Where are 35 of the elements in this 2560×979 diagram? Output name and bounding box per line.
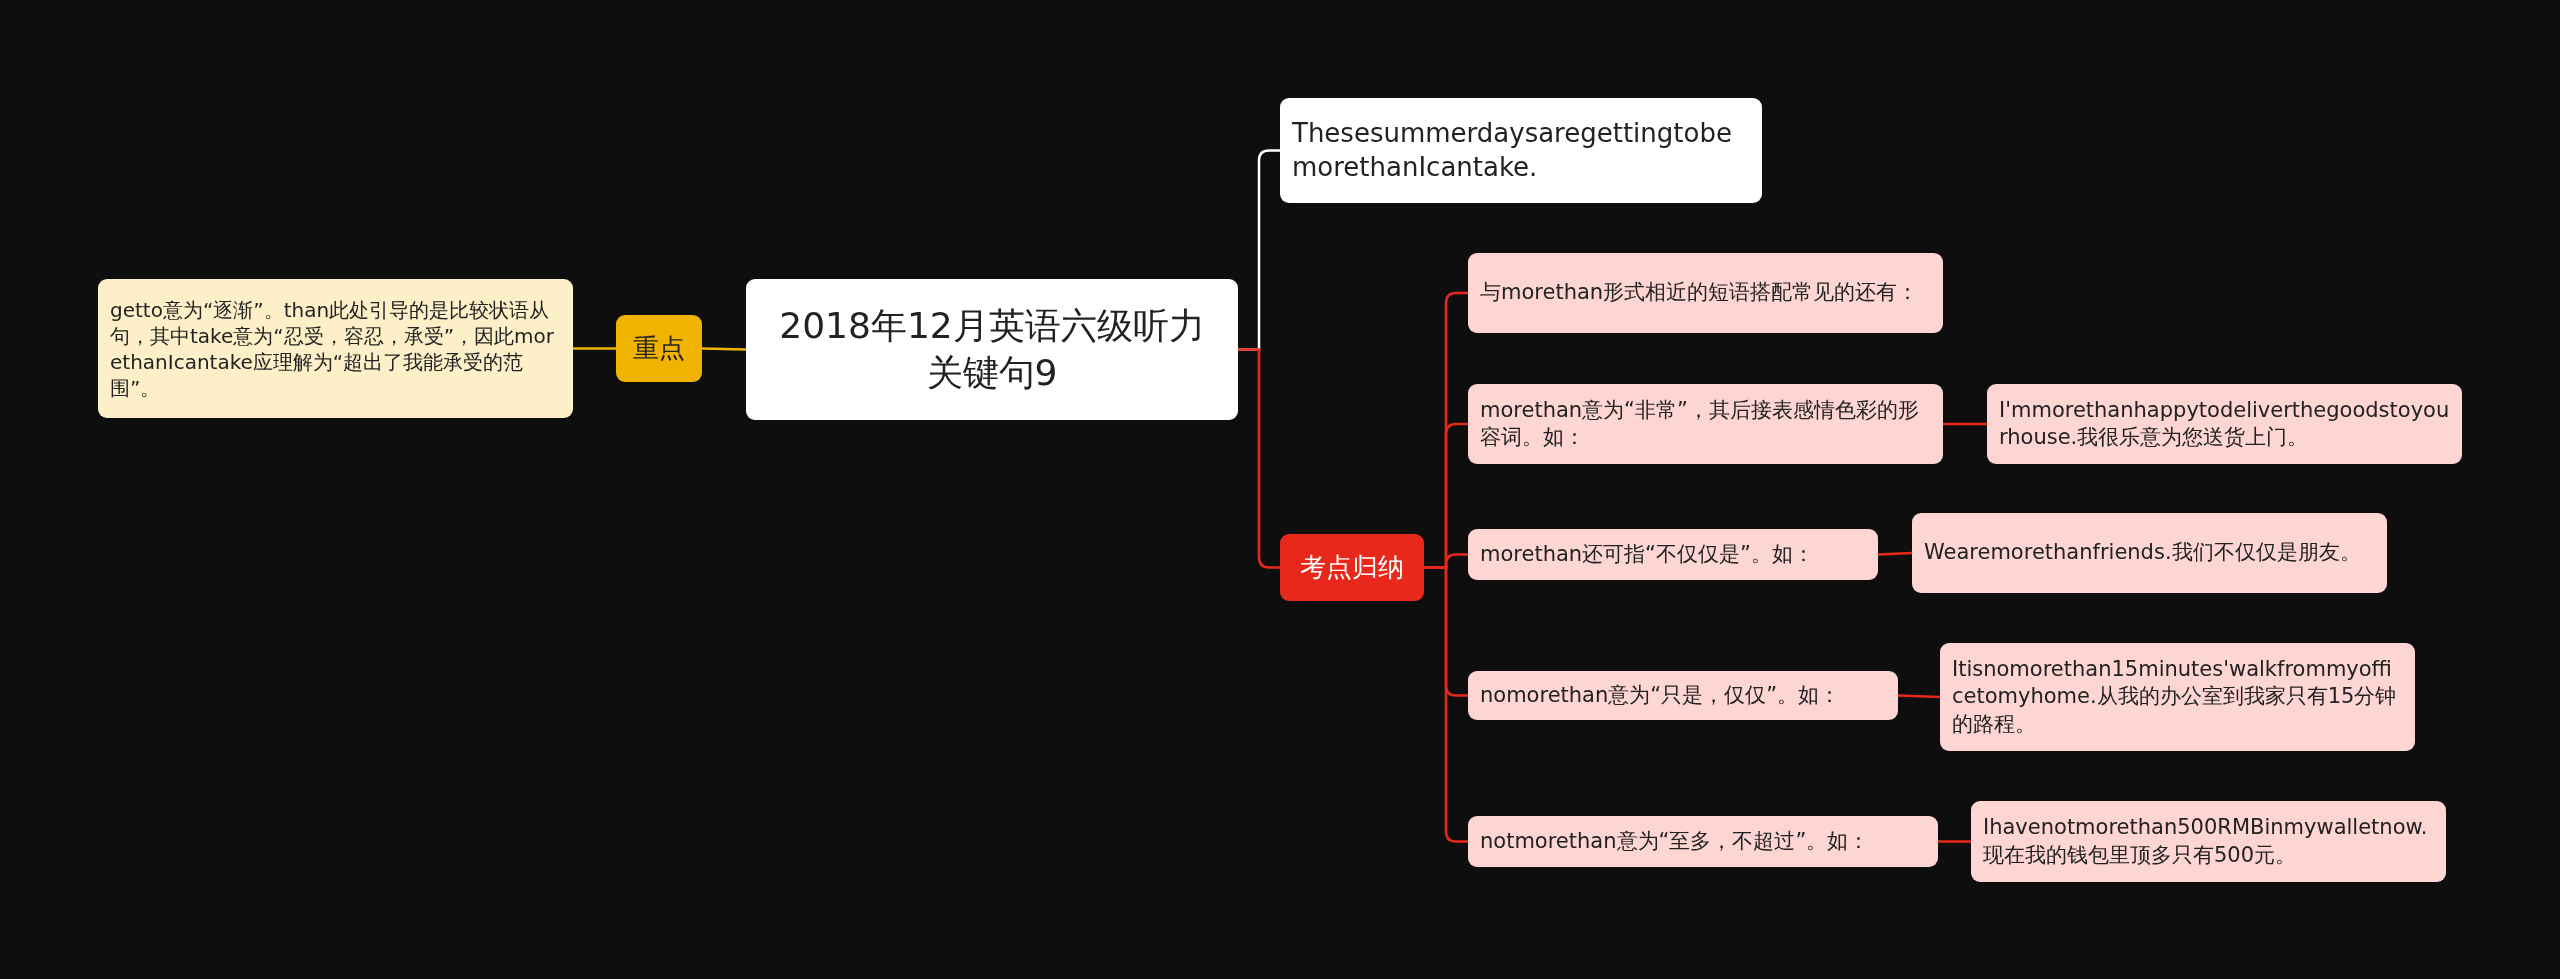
topic-box xyxy=(616,315,702,382)
topic-text: Ihavenotmorethan500RMBinmywalletnow.现在我的钱包里顶多只有500元。 xyxy=(1983,814,2429,869)
subtopic-box xyxy=(1468,384,1943,464)
topic-text: Wearemorethanfriends.我们不仅仅是朋友。 xyxy=(1924,539,2361,567)
note-box xyxy=(98,279,573,418)
subtopic-box xyxy=(1468,671,1898,720)
connector xyxy=(701,347,747,351)
subtopic-box xyxy=(1912,513,2387,593)
topic-text: 与morethan形式相近的短语搭配常见的还有： xyxy=(1480,279,1919,307)
topic-text: 2018年12月英语六级听力关键句9 xyxy=(778,303,1206,395)
subtopic-box xyxy=(1987,384,2462,464)
connector xyxy=(573,347,616,350)
connector xyxy=(1897,694,1941,699)
central-topic xyxy=(746,279,1238,420)
connector xyxy=(1877,551,1913,556)
subtopic-box xyxy=(1468,253,1943,333)
topic-box xyxy=(1280,98,1762,203)
subtopic-box xyxy=(1940,643,2415,751)
topic-text: notmorethan意为“至多，不超过”。如： xyxy=(1480,827,1870,855)
topic-text: I'mmorethanhappytodeliverthegoodstoyourhouse.我很乐意为您送货上门。 xyxy=(1999,396,2450,451)
connector xyxy=(1938,840,1971,843)
subtopic-box xyxy=(1468,529,1878,580)
topic-box xyxy=(1280,534,1424,601)
topic-text: morethan意为“非常”，其后接表感情色彩的形容词。如： xyxy=(1480,396,1920,451)
topic-text: getto意为“逐渐”。than此处引导的是比较状语从句，其中take意为“忍受，容忍，承受”，因此morethanIcantake应理解为“超出了我能承受的范围”。 xyxy=(110,296,555,401)
topic-text: nomorethan意为“只是，仅仅”。如： xyxy=(1480,681,1841,709)
subtopic-box xyxy=(1468,816,1938,867)
topic-text: 考点归纳 xyxy=(1300,550,1404,584)
topic-text: ThesesummerdaysaregettingtobemorethanIcantake. xyxy=(1292,116,1733,184)
topic-text: Itisnomorethan15minutes'walkfrommyofficetomyhome.从我的办公室到我家只有15分钟的路程。 xyxy=(1952,656,2398,738)
subtopic-box xyxy=(1971,801,2446,882)
connector xyxy=(1238,348,1280,569)
topic-text: morethan还可指“不仅仅是”。如： xyxy=(1480,540,1814,568)
connector xyxy=(1943,422,1987,426)
topic-text: 重点 xyxy=(633,331,685,365)
